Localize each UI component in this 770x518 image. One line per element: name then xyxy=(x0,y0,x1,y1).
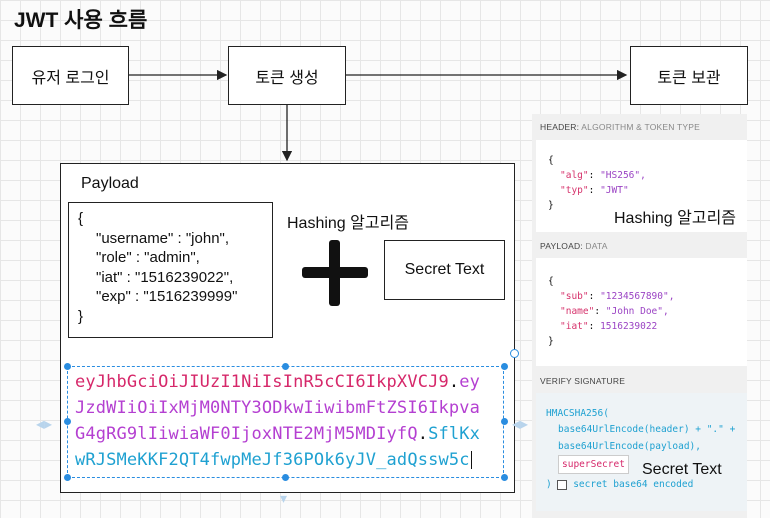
code-line: superSecret xyxy=(546,455,747,477)
jwt-line-3: G4gRG9lIiwiaWF0IjoxNTE2MjM5MDIyfQ.SflKx xyxy=(75,424,505,450)
payload-line: { xyxy=(78,210,84,227)
jwt-dot: . xyxy=(417,424,429,444)
jwt-line-4: wRJSMeKKF2QT4fwpMeJf36POk6yJV_adQssw5c xyxy=(75,450,505,476)
code-line: "name": "John Doe", xyxy=(560,306,669,317)
header-panel-sub: ALGORITHM & TOKEN TYPE xyxy=(581,122,700,132)
payload-code-panel[interactable]: { "sub": "1234567890", "name": "John Doe… xyxy=(536,258,747,366)
code-value: "John Doe", xyxy=(605,306,669,317)
token-generate-box: 토큰 생성 xyxy=(228,46,346,105)
jwt-line-1: eyJhbGciOiJIUzI1NiIsInR5cCI6IkpXVCJ9.ey xyxy=(75,372,505,398)
payload-line: "username" : "john", xyxy=(96,229,230,247)
secret-text-box: Secret Text xyxy=(384,240,505,300)
resize-handle[interactable] xyxy=(501,363,508,370)
resize-handle[interactable] xyxy=(282,474,289,481)
payload-line: "iat" : "1516239022", xyxy=(96,268,234,286)
code-line: "typ": "JWT" xyxy=(560,185,629,196)
secret-input[interactable]: superSecret xyxy=(558,455,629,474)
code-value: 1516239022 xyxy=(600,321,658,332)
payload-line: } xyxy=(78,307,84,325)
jwt-payload-part: ey xyxy=(459,372,481,392)
code-key: "sub" xyxy=(560,291,589,302)
resize-handle[interactable] xyxy=(64,418,71,425)
secret-text-label: Secret Text xyxy=(404,261,485,278)
code-key: "typ" xyxy=(560,185,589,196)
base64-checkbox[interactable] xyxy=(557,479,568,490)
payload-panel-sub: DATA xyxy=(585,241,608,251)
hashing-algorithm-label: Hashing 알고리즘 xyxy=(287,215,410,232)
jwt-signature-part: SflKx xyxy=(428,424,481,444)
text-cursor xyxy=(470,451,472,469)
code-line: "sub": "1234567890", xyxy=(560,291,675,302)
code-key: "alg" xyxy=(560,170,589,181)
header-panel-title: HEADER: ALGORITHM & TOKEN TYPE xyxy=(540,122,700,132)
payload-json-box: { "username" : "john", "role" : "admin",… xyxy=(68,202,273,338)
payload-label: Payload xyxy=(81,175,139,192)
verify-code-panel: HMACSHA256( base64UrlEncode(header) + ".… xyxy=(536,393,747,511)
resize-handle[interactable] xyxy=(64,474,71,481)
plus-icon xyxy=(302,240,368,306)
payload-panel-title: PAYLOAD: DATA xyxy=(540,241,608,251)
token-store-box: 토큰 보관 xyxy=(630,46,748,105)
resize-handle[interactable] xyxy=(64,363,71,370)
code-key: "name" xyxy=(560,306,595,317)
login-box: 유저 로그인 xyxy=(12,46,129,105)
jwt-signature-part: wRJSMeKKF2QT4fwpMeJf36POk6yJV_adQssw5c xyxy=(75,450,470,470)
resize-handle[interactable] xyxy=(501,418,508,425)
code-line: HMACSHA256( xyxy=(546,408,609,419)
code-line: "iat": 1516239022 xyxy=(560,321,658,332)
jwt-payload-part: G4gRG9lIiwiaWF0IjoxNTE2MjM5MDIyfQ xyxy=(75,424,418,444)
code-brace: } xyxy=(548,200,554,211)
resize-handle[interactable] xyxy=(501,474,508,481)
jwt-dot: . xyxy=(448,372,460,392)
jwt-line-2: JzdWIiOiIxMjM0NTY3ODkwIiwibmFtZSI6Ikpva xyxy=(75,398,481,418)
code-key: "iat" xyxy=(560,321,589,332)
code-line: base64UrlEncode(payload), xyxy=(558,441,701,452)
payload-line: "role" : "admin", xyxy=(96,249,200,266)
code-value: "HS256", xyxy=(600,170,646,181)
payload-line: "exp" : "1516239999" xyxy=(96,288,238,305)
token-generate-label: 토큰 생성 xyxy=(255,69,319,87)
code-close-paren: ) xyxy=(546,479,552,490)
code-line: "alg": "HS256", xyxy=(560,170,646,181)
drag-left-icon: ◂▸ xyxy=(36,416,53,433)
header-code-panel[interactable]: { "alg": "HS256", "typ": "JWT" } xyxy=(536,140,747,232)
code-brace: { xyxy=(548,276,554,287)
secret-overlay-label: Secret Text xyxy=(642,461,722,478)
page-title: JWT 사용 흐름 xyxy=(14,9,148,32)
code-brace: } xyxy=(548,336,554,347)
token-store-label: 토큰 보관 xyxy=(657,69,721,87)
verify-panel-title: VERIFY SIGNATURE xyxy=(540,376,626,386)
payload-panel-head: PAYLOAD: xyxy=(540,241,583,251)
jwt-token-text: eyJhbGciOiJIUzI1NiIsInR5cCI6IkpXVCJ9.ey … xyxy=(75,372,505,476)
code-line: base64UrlEncode(header) + "." + xyxy=(558,424,736,435)
jwt-header-part: eyJhbGciOiJIUzI1NiIsInR5cCI6IkpXVCJ9 xyxy=(75,372,449,392)
code-value: "1234567890", xyxy=(600,291,675,302)
header-panel-head: HEADER: xyxy=(540,122,580,132)
rotate-handle[interactable] xyxy=(510,349,519,358)
login-label: 유저 로그인 xyxy=(31,69,110,87)
code-brace: { xyxy=(548,155,554,166)
base64-checkbox-label: secret base64 encoded xyxy=(573,479,694,490)
resize-handle[interactable] xyxy=(282,363,289,370)
hashing-overlay-label: Hashing 알고리즘 xyxy=(614,210,737,227)
code-value: "JWT" xyxy=(600,185,629,196)
drag-down-icon: ▾ xyxy=(280,490,288,506)
code-line: ) secret base64 encoded xyxy=(546,477,747,492)
drag-right-icon: ◂▸ xyxy=(512,416,529,433)
